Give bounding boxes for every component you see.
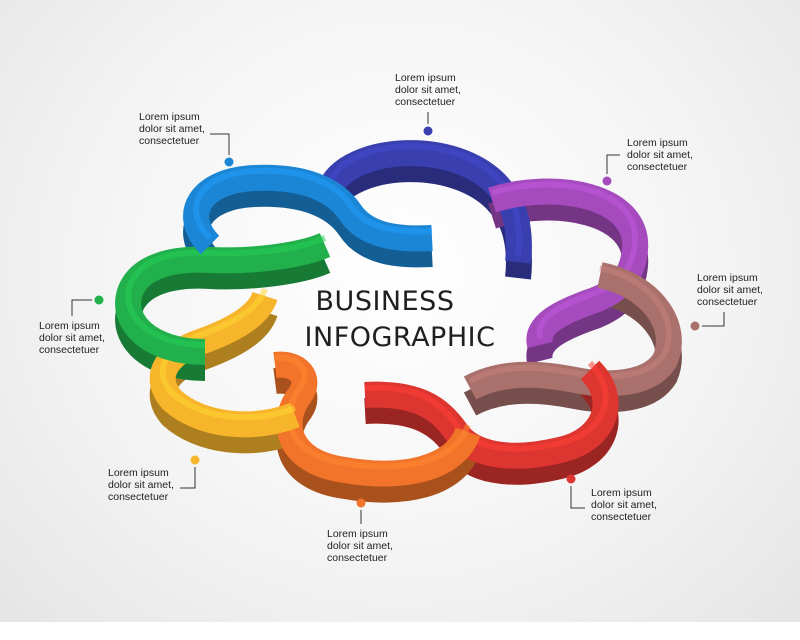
connector-line-red: [570, 486, 585, 509]
callout-red: Lorem ipsum dolor sit amet, consectetuer: [591, 487, 711, 523]
title-line-1: BUSINESS: [316, 286, 455, 317]
callout-line: Lorem ipsum: [591, 487, 652, 499]
callout-line: consectetuer: [627, 161, 688, 173]
callout-purple: Lorem ipsum dolor sit amet, consectetuer: [627, 137, 747, 173]
callout-line: dolor sit amet,: [697, 284, 763, 296]
connector-dot-mauve: [690, 321, 700, 331]
callout-yellow: Lorem ipsum dolor sit amet, consectetuer: [108, 467, 228, 503]
callout-line: consectetuer: [697, 296, 758, 308]
callout-line: Lorem ipsum: [139, 111, 200, 123]
callout-line: consectetuer: [108, 491, 169, 503]
callout-line: Lorem ipsum: [108, 467, 169, 479]
callout-line: dolor sit amet,: [395, 84, 461, 96]
connector-dot-navy: [423, 126, 433, 136]
hook-highlight-orange: [274, 354, 471, 470]
connector-line-purple: [606, 154, 620, 174]
callout-line: Lorem ipsum: [395, 72, 456, 84]
hook-highlight-blue: [193, 167, 433, 241]
callout-line: consectetuer: [39, 344, 100, 356]
callout-line: Lorem ipsum: [697, 272, 758, 284]
connector-dot-orange: [356, 498, 366, 508]
connector-line-blue: [210, 133, 230, 155]
callout-navy: Lorem ipsum dolor sit amet, consectetuer: [395, 72, 515, 108]
callout-line: dolor sit amet,: [327, 540, 393, 552]
callout-line: Lorem ipsum: [627, 137, 688, 149]
hook-highlight-green: [125, 235, 327, 348]
bottom-strip: [0, 622, 800, 640]
callout-blue: Lorem ipsum dolor sit amet, consectetuer: [139, 111, 259, 147]
connector-line-mauve: [702, 312, 725, 327]
connector-line-yellow: [180, 467, 196, 489]
connector-dot-yellow: [190, 455, 200, 465]
callout-line: consectetuer: [395, 96, 456, 108]
hook-top-mauve: [463, 262, 682, 400]
callout-line: dolor sit amet,: [39, 332, 105, 344]
callout-connectors: [71, 112, 725, 524]
hook-highlight-yellow: [159, 287, 297, 421]
callout-orange: Lorem ipsum dolor sit amet, consectetuer: [327, 528, 447, 564]
connector-dot-purple: [602, 176, 612, 186]
hook-top-green: [115, 232, 331, 365]
callout-line: dolor sit amet,: [591, 499, 657, 511]
hook-highlight-navy: [327, 143, 522, 256]
connector-dot-green: [94, 295, 104, 305]
connector-dot-blue: [224, 157, 234, 167]
callout-line: consectetuer: [327, 552, 388, 564]
hook-segments: [115, 140, 682, 503]
callout-line: Lorem ipsum: [39, 320, 100, 332]
connector-dot-red: [566, 474, 576, 484]
connector-line-green: [71, 299, 92, 316]
callout-line: dolor sit amet,: [139, 123, 205, 135]
callout-line: Lorem ipsum: [327, 528, 388, 540]
callout-line: dolor sit amet,: [627, 149, 693, 161]
callout-line: consectetuer: [139, 135, 200, 147]
callout-green: Lorem ipsum dolor sit amet, consectetuer: [39, 320, 159, 356]
callout-line: dolor sit amet,: [108, 479, 174, 491]
callout-mauve: Lorem ipsum dolor sit amet, consectetuer: [697, 272, 800, 308]
hook-highlight-purple: [491, 181, 639, 339]
hook-highlight-mauve: [468, 265, 672, 384]
callout-line: consectetuer: [591, 511, 652, 523]
title-line-2: INFOGRAPHIC: [305, 322, 496, 353]
hook-side-green: [115, 248, 331, 381]
hook-highlight-red: [364, 360, 609, 452]
